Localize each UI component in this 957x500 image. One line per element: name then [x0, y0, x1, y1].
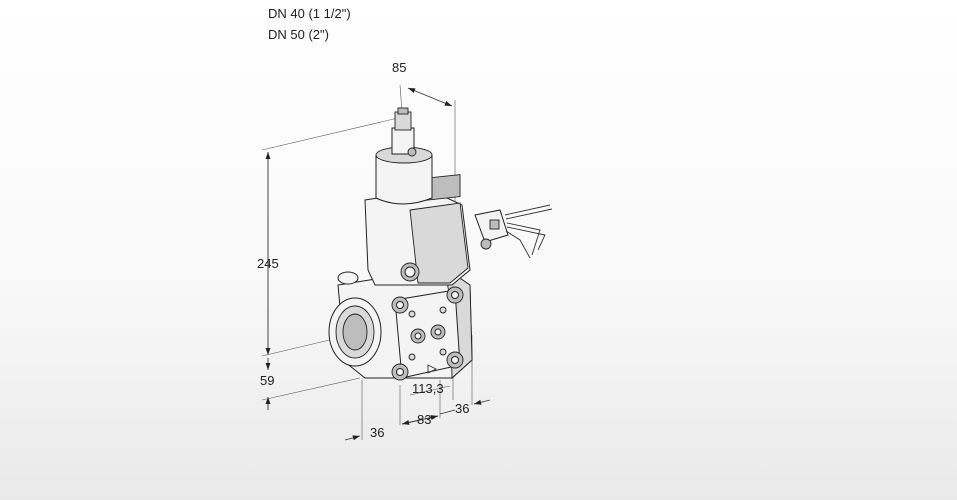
dim-36-right: 36 — [455, 401, 469, 416]
dim-85: 85 — [392, 60, 406, 75]
dim-83: 83 — [417, 412, 431, 427]
dim-245: 245 — [257, 256, 279, 271]
dim-59: 59 — [260, 373, 274, 388]
dim-36-left: 36 — [370, 425, 384, 440]
plug-connector — [474, 204, 553, 259]
port-cluster — [391, 286, 464, 381]
dn40-label: DN 40 (1 1/2") — [268, 6, 351, 21]
dn50-label: DN 50 (2") — [268, 27, 329, 42]
dim-113-3: 113,3 — [412, 381, 444, 396]
valve-body — [328, 107, 473, 381]
